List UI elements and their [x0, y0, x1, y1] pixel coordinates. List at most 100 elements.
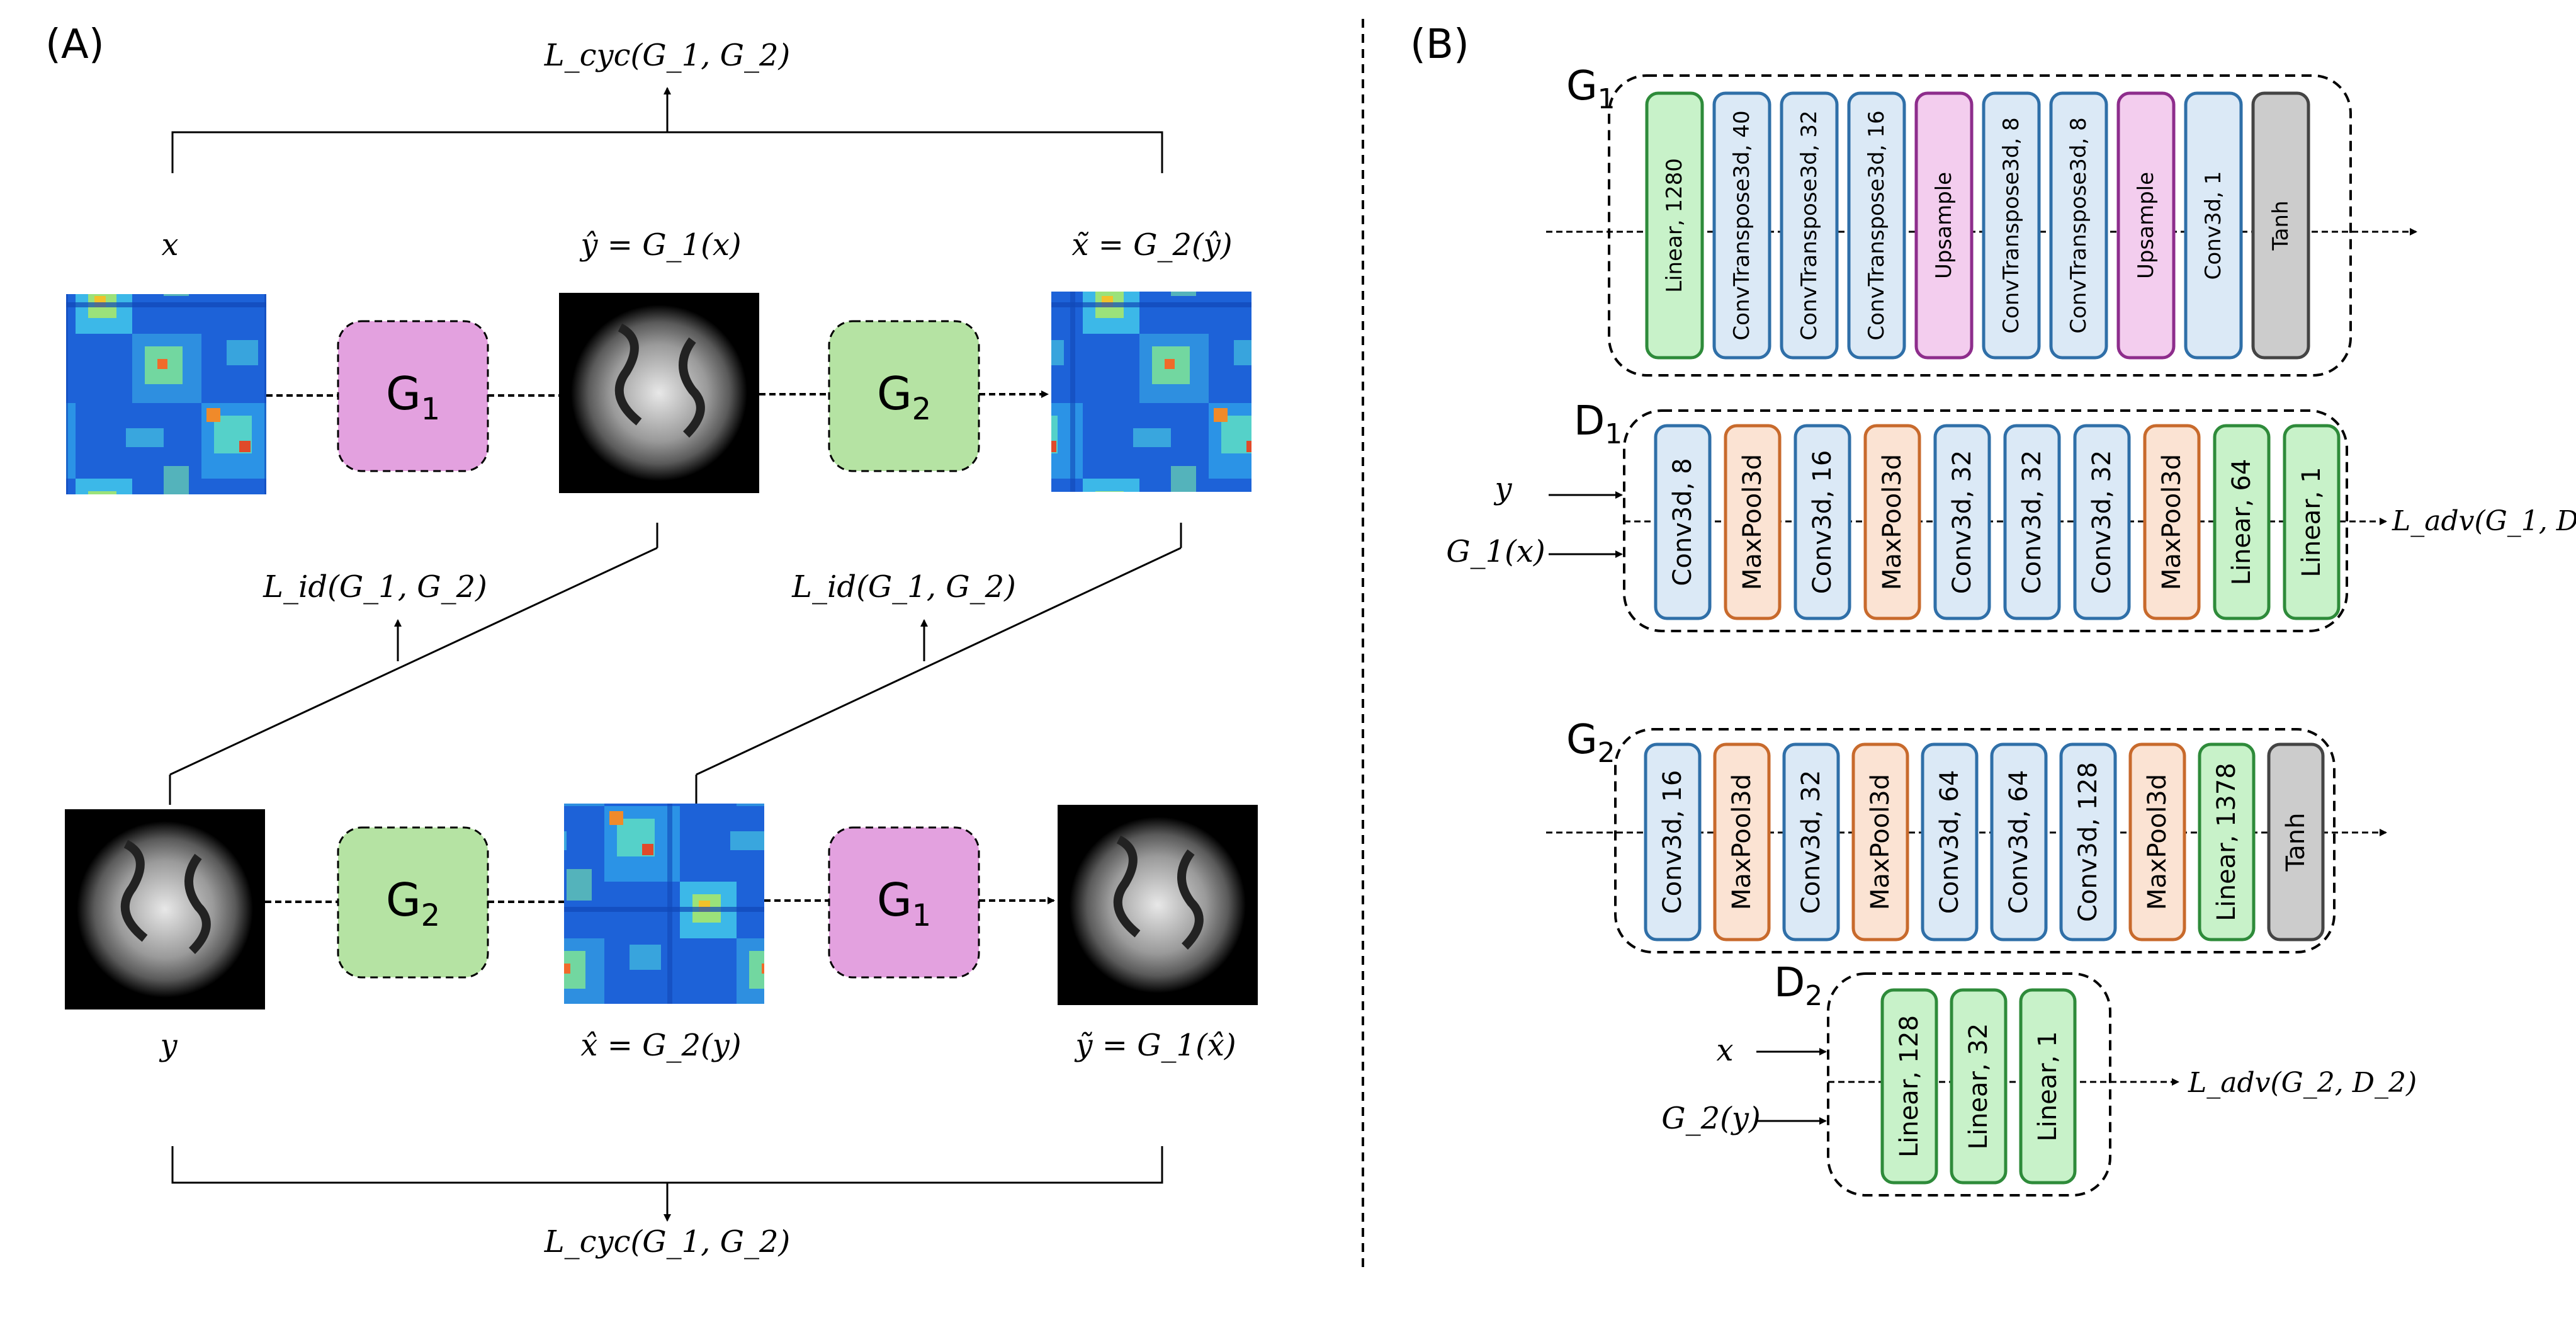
layer-block-g1-4: [1914, 91, 1974, 360]
layer-label-g2-5: Conv3d, 64: [2004, 770, 2033, 914]
bottom-label-y: y: [159, 1028, 178, 1063]
layer-block-d1-4: [1933, 424, 1991, 620]
layer-label-d1-5: Conv3d, 32: [2018, 450, 2047, 594]
network-d1-input-g1x: G_1(x): [1446, 534, 1545, 569]
network-g2: G2 Conv3d, 16 MaxPool3d Conv3d, 32 MaxPool3…: [1546, 717, 2387, 953]
panel-b-label: (B): [1410, 21, 1469, 68]
network-g2-frame: [1614, 728, 2336, 953]
layer-label-d1-4: Conv3d, 32: [1948, 450, 1977, 594]
layer-label-g2-1: MaxPool3d: [1727, 774, 1756, 910]
layer-label-g1-1: ConvTranspose3d, 40: [1729, 110, 1754, 340]
panel-b: (B) G1 Linear, 1280 ConvTranspose3d, 40 Co…: [1410, 21, 2576, 1197]
network-d2-label: D2: [1774, 960, 1822, 1012]
layer-block-g2-6: [2059, 742, 2117, 941]
network-g2-label: G2: [1566, 717, 1615, 769]
brain-mri-y: [65, 809, 265, 1009]
network-g1-label: G1: [1566, 63, 1615, 115]
identity-loss-lines: [169, 523, 1182, 805]
layer-block-g2-3: [1851, 742, 1909, 941]
loss-id-left: L_id(G_1, G_2): [263, 569, 487, 605]
layer-label-d1-2: Conv3d, 16: [1808, 450, 1837, 594]
network-g1: G1 Linear, 1280 ConvTranspose3d, 40 ConvTr…: [1546, 63, 2417, 377]
layer-label-g1-4: Upsample: [1931, 172, 1957, 279]
layer-block-g2-4: [1921, 742, 1979, 941]
layer-label-g2-4: Conv3d, 64: [1935, 770, 1964, 914]
layer-label-g2-8: Linear, 1378: [2212, 763, 2241, 921]
layer-label-g1-3: ConvTranspose3d, 16: [1864, 110, 1889, 340]
brain-mri-yhat: [559, 293, 759, 493]
network-d2-output: L_adv(G_2, D_2): [2188, 1067, 2417, 1099]
bottom-label-xhat: x̂ = G_2(y): [580, 1028, 741, 1063]
cycle-loss-bracket-bottom: [171, 1146, 1163, 1222]
layer-label-d2-0: Linear, 128: [1895, 1015, 1924, 1157]
layer-block-g2-7: [2128, 742, 2186, 941]
layer-block-g1-3: [1847, 91, 1906, 360]
network-d2: D2 x G_2(y) L_adv(G_2, D_2) Linear, 128 L…: [1661, 960, 2417, 1197]
layer-label-g2-0: Conv3d, 16: [1658, 770, 1687, 914]
cycle-loss-bracket-top: [171, 87, 1163, 173]
layer-block-d2-0: [1880, 988, 1938, 1185]
layer-label-g2-2: Conv3d, 32: [1797, 770, 1826, 914]
network-g1-frame: [1608, 74, 2352, 377]
layer-label-g1-6: ConvTranspose3d, 8: [2066, 117, 2091, 334]
layer-label-d2-2: Linear, 1: [2033, 1031, 2062, 1141]
layer-block-d1-9: [2283, 424, 2341, 620]
layer-block-d1-7: [2143, 424, 2201, 620]
network-d1-output: L_adv(G_1, D_1): [2392, 505, 2576, 537]
layer-block-g1-8: [2184, 91, 2243, 360]
network-d2-input-x: x: [1716, 1033, 1733, 1068]
brain-mri-ytilde: [1058, 805, 1258, 1005]
layer-label-g1-5: ConvTranspose3d, 8: [1999, 117, 2024, 334]
layer-block-g2-2: [1782, 742, 1840, 941]
layer-block-g2-5: [1990, 742, 2048, 941]
network-d1-label: D1: [1574, 398, 1622, 450]
layer-label-d1-3: MaxPool3d: [1878, 454, 1907, 590]
network-d2-input-g2y: G_2(y): [1661, 1101, 1760, 1136]
connectivity-matrix-xtilde: [1051, 292, 1251, 492]
layer-label-d1-6: Conv3d, 32: [2087, 450, 2116, 594]
layer-block-g1-1: [1712, 91, 1771, 360]
network-d1: D1 y G_1(x) L_adv(G_1, D_1) Conv3d, 8Max…: [1446, 398, 2576, 632]
layer-label-g2-6: Conv3d, 128: [2074, 762, 2103, 922]
loss-id-right: L_id(G_1, G_2): [791, 569, 1016, 605]
layer-block-g1-9: [2251, 91, 2310, 360]
layer-label-g1-8: Conv3d, 1: [2201, 171, 2226, 280]
layer-block-d2-1: [1950, 988, 2008, 1185]
top-label-x: x: [161, 227, 178, 263]
layer-label-d1-8: Linear, 64: [2227, 459, 2256, 586]
generator-g2-top: [828, 320, 980, 472]
bottom-row-connectors: [265, 897, 1055, 904]
layer-label-g1-2: ConvTranspose3d, 32: [1797, 110, 1822, 340]
layer-block-d1-2: [1794, 424, 1851, 620]
layer-label-g1-7: Upsample: [2133, 172, 2159, 279]
layer-block-d1-0: [1654, 424, 1712, 620]
layer-label-g2-9: Tanh: [2281, 812, 2310, 872]
layer-block-g2-1: [1713, 742, 1771, 941]
panel-a-label: (A): [45, 21, 105, 68]
layer-label-d1-9: Linear, 1: [2297, 467, 2326, 577]
layer-block-d1-5: [2003, 424, 2061, 620]
layer-block-d2-2: [2019, 988, 2077, 1185]
bottom-label-ytilde: ỹ = G_1(x̂): [1074, 1028, 1236, 1063]
layer-block-d1-8: [2213, 424, 2271, 620]
network-d1-input-y: y: [1493, 471, 1512, 506]
layer-label-g1-0: Linear, 1280: [1662, 158, 1687, 293]
layer-label-g2-3: MaxPool3d: [1866, 774, 1895, 910]
top-row-connectors: [266, 390, 1049, 398]
layer-label-d1-1: MaxPool3d: [1738, 454, 1767, 590]
loss-cyc-top: L_cyc(G_1, G_2): [544, 38, 791, 73]
generator-g1-bottom: [828, 826, 980, 979]
layer-label-d1-7: MaxPool3d: [2157, 454, 2186, 590]
layer-block-g1-7: [2116, 91, 2176, 360]
top-label-yhat: ŷ = G_1(x): [579, 227, 741, 263]
layer-block-g2-8: [2198, 742, 2256, 941]
layer-block-g1-0: [1645, 91, 1704, 360]
layer-label-g2-7: MaxPool3d: [2143, 774, 2172, 910]
layer-block-d1-6: [2073, 424, 2131, 620]
connectivity-matrix-xhat: [564, 804, 764, 1004]
layer-block-d1-3: [1863, 424, 1921, 620]
layer-block-g1-6: [2049, 91, 2108, 360]
layer-label-d2-1: Linear, 32: [1964, 1023, 1993, 1150]
top-label-xtilde: x̃ = G_2(ŷ): [1071, 227, 1232, 263]
